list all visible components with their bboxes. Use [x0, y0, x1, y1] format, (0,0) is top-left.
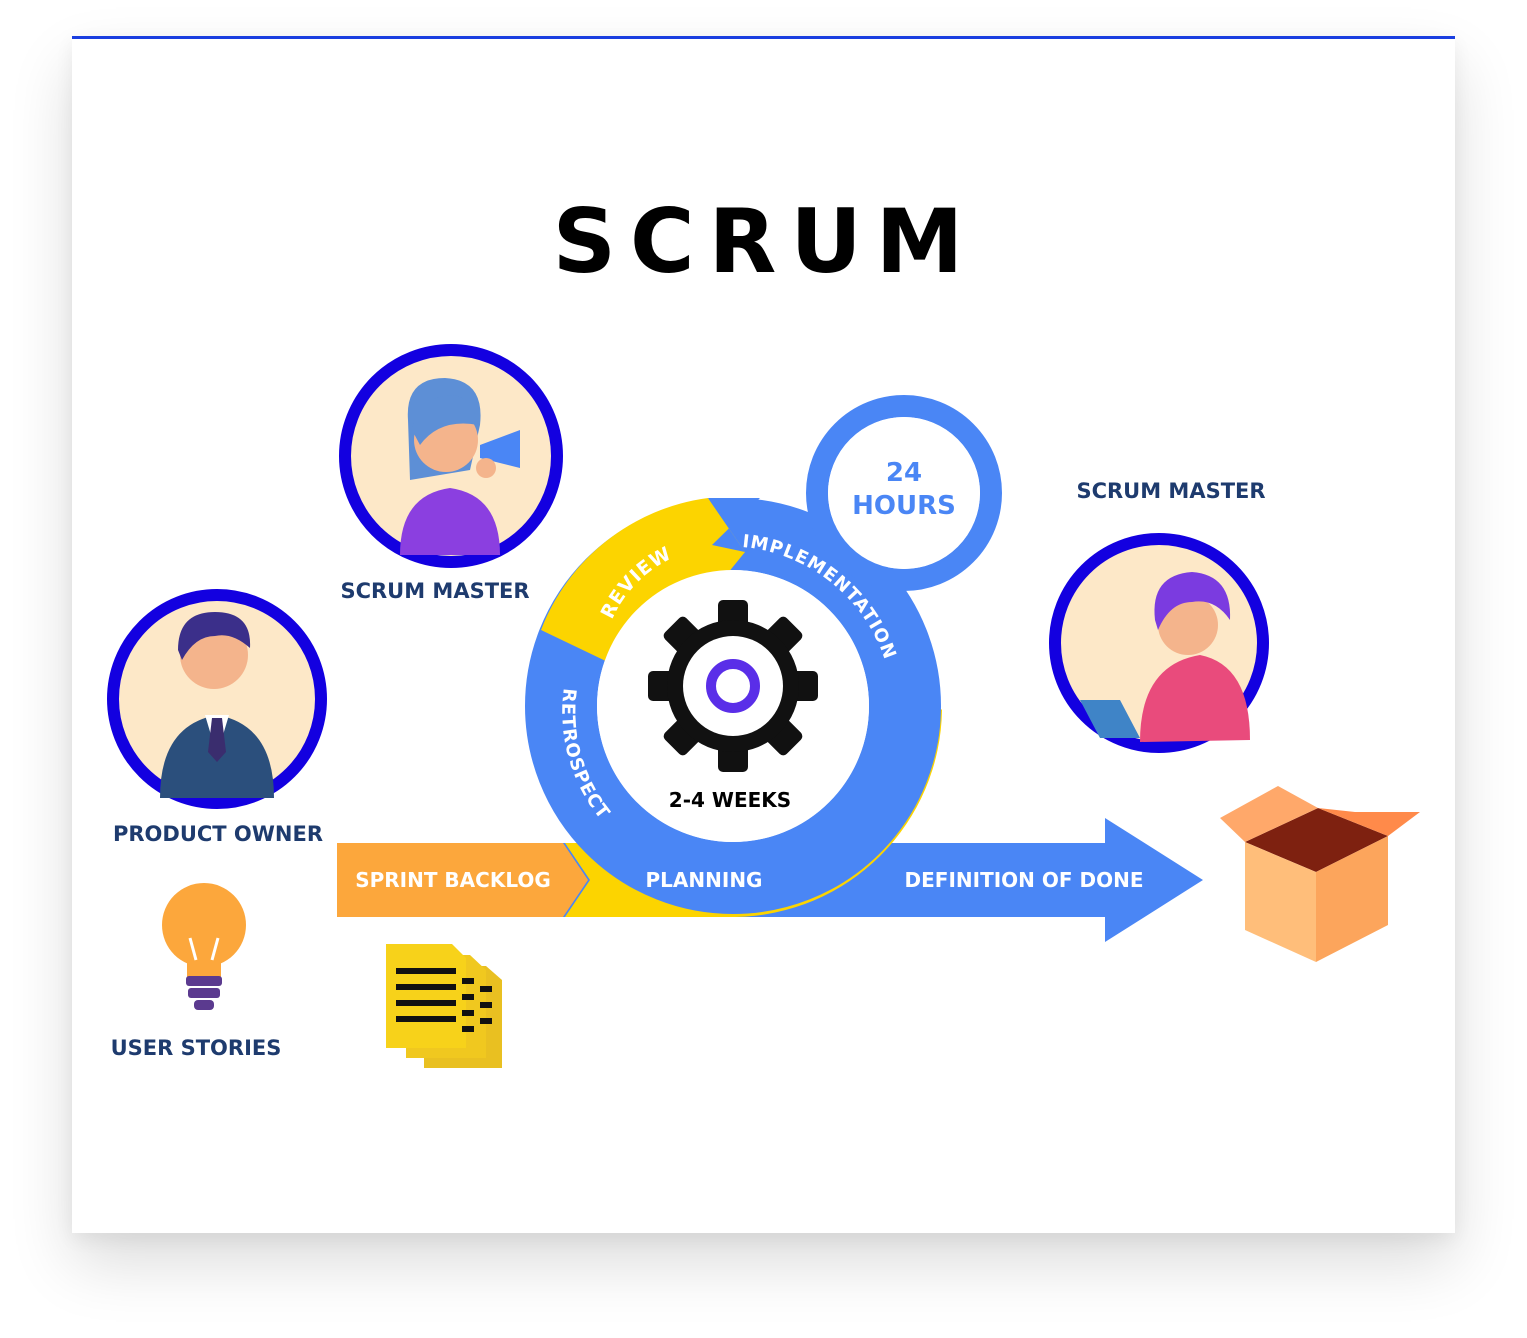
role-label-product-owner: PRODUCT OWNER [113, 822, 323, 846]
open-box-icon [1220, 786, 1420, 962]
implementation-arrow-head [708, 498, 760, 552]
user-stories-label: USER STORIES [111, 1036, 282, 1060]
role-label-scrum-master-right: SCRUM MASTER [1076, 479, 1265, 503]
page-title: SCRUM [553, 190, 978, 293]
retrospect-notch [541, 630, 598, 664]
sprint-backlog-arrow [337, 843, 588, 917]
planning-label: PLANNING [646, 868, 763, 892]
lightbulb-icon [162, 883, 246, 1010]
definition-of-done-label: DEFINITION OF DONE [905, 868, 1144, 892]
role-label-scrum-master-top: SCRUM MASTER [340, 579, 529, 603]
daily-loop-inner [828, 417, 980, 569]
review-segment [541, 498, 745, 664]
avatar-scrum-master-right [1049, 533, 1269, 753]
documents-icon [386, 944, 502, 1068]
avatar-product-owner [107, 589, 327, 809]
duration-label: 2-4 WEEKS [669, 788, 791, 812]
daily-loop [806, 395, 1002, 591]
daily-hours-unit: HOURS [852, 491, 956, 521]
cycle-ring-base [525, 498, 941, 914]
avatar-scrum-master-top [339, 344, 563, 568]
sprint-backlog-label: SPRINT BACKLOG [355, 868, 551, 892]
daily-hours-number: 24 [886, 458, 922, 488]
gear-icon [648, 600, 818, 772]
